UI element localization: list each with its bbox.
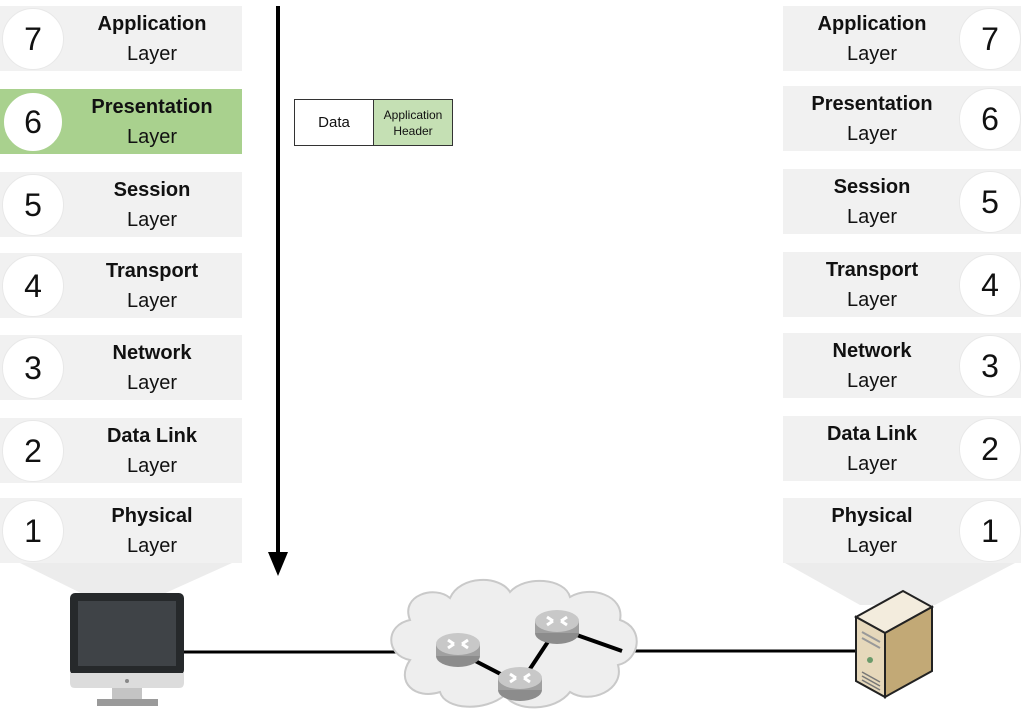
layer-number: 5 <box>2 174 64 236</box>
layer-name: Session <box>833 175 911 198</box>
header-line-2: Header <box>393 123 433 138</box>
layer-name: Transport <box>105 259 199 282</box>
pdu-data: Data <box>295 100 374 145</box>
router-icon <box>436 633 480 667</box>
layer-number: 3 <box>2 337 64 399</box>
router-icon <box>498 667 542 701</box>
layer-number: 2 <box>2 420 64 482</box>
layer-name: Transport <box>825 258 919 281</box>
layer-name: Physical <box>111 504 193 527</box>
layer-number: 7 <box>2 8 64 70</box>
layer-sub: Layer <box>846 369 898 392</box>
layer-number: 1 <box>2 500 64 562</box>
pdu-block: Data Application Header <box>294 99 453 146</box>
down-arrow-shaft <box>276 6 280 554</box>
layer-number: 6 <box>959 88 1021 150</box>
layer-name: Presentation <box>91 95 213 118</box>
down-arrow-head-icon <box>268 552 288 576</box>
server-tower-icon <box>853 589 935 699</box>
layer-name: Session <box>113 178 191 201</box>
layer-number: 1 <box>959 500 1021 562</box>
layer-sub: Layer <box>846 534 898 557</box>
layer-number: 6 <box>2 91 64 153</box>
layer-number: 2 <box>959 418 1021 480</box>
pdu-application-header: Application Header <box>374 100 452 145</box>
layer-sub: Layer <box>126 371 178 394</box>
layer-sub: Layer <box>126 208 178 231</box>
layer-sub: Layer <box>846 452 898 475</box>
layer-number: 4 <box>2 255 64 317</box>
layer-number: 4 <box>959 254 1021 316</box>
layer-sub: Layer <box>846 288 898 311</box>
layer-name: Application <box>97 12 207 35</box>
layer-number: 5 <box>959 171 1021 233</box>
layer-number: 7 <box>959 8 1021 70</box>
layer-sub: Layer <box>126 125 178 148</box>
right-funnel <box>785 563 1015 605</box>
layer-sub: Layer <box>126 534 178 557</box>
layer-name: Network <box>112 341 192 364</box>
layer-number: 3 <box>959 335 1021 397</box>
layer-name: Physical <box>831 504 913 527</box>
router-icon <box>535 610 579 644</box>
desktop-computer-icon <box>70 593 184 706</box>
layer-sub: Layer <box>846 42 898 65</box>
layer-sub: Layer <box>846 205 898 228</box>
layer-name: Data Link <box>826 422 918 445</box>
header-line-1: Application <box>383 107 443 122</box>
layer-name: Data Link <box>106 424 198 447</box>
layer-name: Presentation <box>811 92 933 115</box>
layer-sub: Layer <box>126 289 178 312</box>
layer-name: Network <box>832 339 912 362</box>
layer-sub: Layer <box>126 454 178 477</box>
cloud-icon <box>390 579 638 709</box>
layer-sub: Layer <box>126 42 178 65</box>
left-funnel <box>20 563 232 600</box>
layer-name: Application <box>817 12 927 35</box>
layer-sub: Layer <box>846 122 898 145</box>
